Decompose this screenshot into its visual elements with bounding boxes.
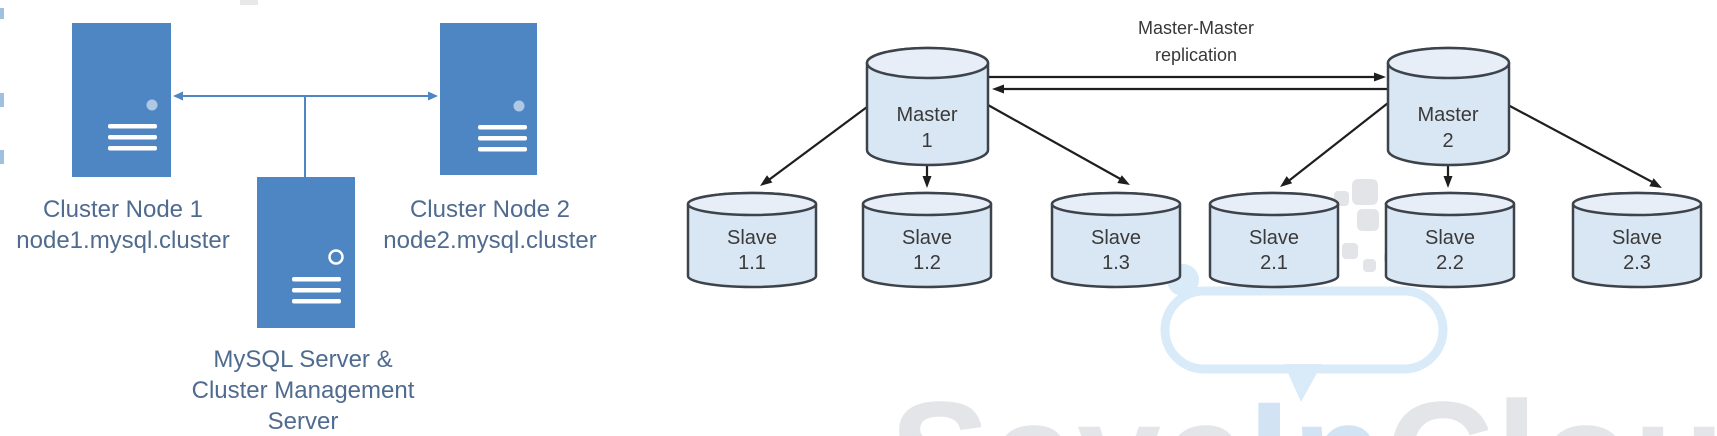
server-body xyxy=(72,23,171,177)
server-vent xyxy=(108,124,157,129)
arrowhead-right-icon xyxy=(428,91,438,101)
arrow-m2-s21 xyxy=(1285,102,1389,184)
edge-artifact xyxy=(240,0,258,5)
edge-artifact xyxy=(0,8,4,19)
edge-artifact xyxy=(0,93,4,107)
arrowhead-s12-icon xyxy=(922,176,932,188)
node1-title: Cluster Node 1 xyxy=(42,196,204,223)
cylinder-top xyxy=(1050,191,1182,217)
cylinder-top xyxy=(861,191,993,217)
db-cylinder-slave12 xyxy=(861,191,993,289)
server-body xyxy=(440,23,537,175)
slave13-label-line1: Slave xyxy=(1091,227,1141,249)
replication-arrows xyxy=(765,75,1657,185)
watermark-bubble-tail xyxy=(1284,364,1322,402)
watermark-square xyxy=(1357,209,1379,231)
server-vent xyxy=(292,277,341,282)
node2-hostname: node2.mysql.cluster xyxy=(383,227,597,254)
arrowhead-into-master1-icon xyxy=(992,84,1004,94)
slave23-label-line1: Slave xyxy=(1612,227,1662,249)
cylinder-top xyxy=(1571,191,1703,217)
watermark-text-save: Save xyxy=(890,370,1248,436)
cylinder-top xyxy=(1386,46,1511,80)
slave22-label-line1: Slave xyxy=(1425,227,1475,249)
edge-artifact xyxy=(0,150,4,164)
server-vent xyxy=(478,136,527,141)
arrowhead-s13-icon xyxy=(1117,175,1130,185)
db-cylinder-slave13 xyxy=(1050,191,1182,289)
replication-label-line2: replication xyxy=(1155,45,1237,65)
node1-label: Cluster Node 1 node1.mysql.cluster xyxy=(0,194,249,256)
replication-label-line1: Master-Master xyxy=(1138,18,1254,38)
db-cylinder-slave11 xyxy=(686,191,818,289)
slave12-label-line1: Slave xyxy=(902,227,952,249)
server-vents-icon xyxy=(108,124,157,151)
arrowhead-s21-icon xyxy=(1280,176,1293,187)
arrowhead-into-master2-icon xyxy=(1374,72,1386,82)
slave21-label-line1: Slave xyxy=(1249,227,1299,249)
arrow-m1-s11 xyxy=(765,106,868,183)
watermark-square xyxy=(1342,243,1358,259)
server-vent xyxy=(292,288,341,293)
db-cylinder-slave22 xyxy=(1384,191,1516,289)
arrow-m2-s23 xyxy=(1507,104,1657,185)
server-led-icon xyxy=(146,99,158,111)
cylinder-top xyxy=(865,46,990,80)
replication-arrowheads xyxy=(760,72,1662,188)
slave23-label-line2: 2.3 xyxy=(1623,252,1651,274)
watermark-text-in: In xyxy=(1248,370,1385,436)
manager-title-line2: Cluster Management Server xyxy=(191,377,415,435)
watermark-square xyxy=(1352,179,1378,205)
arrow-m1-s13 xyxy=(987,104,1125,182)
slave13-label-line2: 1.3 xyxy=(1102,252,1130,274)
server-icon-manager xyxy=(257,177,355,328)
server-vent xyxy=(478,147,527,152)
db-cylinder-slave23 xyxy=(1571,191,1703,289)
db-cylinder-master1 xyxy=(865,46,990,167)
slave21-label-line2: 2.1 xyxy=(1260,252,1288,274)
watermark-text-cloud: Cloud xyxy=(1386,370,1717,436)
cylinder-top xyxy=(686,191,818,217)
server-vent xyxy=(478,125,527,130)
arrowhead-left-icon xyxy=(173,91,183,101)
manager-label: MySQL Server & Cluster Management Server… xyxy=(163,344,443,436)
master2-label-line2: 2 xyxy=(1442,130,1453,152)
server-vents-icon xyxy=(292,277,341,304)
db-cylinder-master2 xyxy=(1386,46,1511,167)
server-vent xyxy=(108,146,157,151)
master1-label-line1: Master xyxy=(896,104,957,126)
cylinder-top xyxy=(1208,191,1340,217)
db-cylinder-slave21 xyxy=(1208,191,1340,289)
manager-title-line1: MySQL Server & xyxy=(213,346,393,373)
cluster-connectors xyxy=(180,95,431,177)
arrowhead-s22-icon xyxy=(1443,176,1453,188)
server-vent xyxy=(108,135,157,140)
cylinder-top xyxy=(1384,191,1516,217)
node2-label: Cluster Node 2 node2.mysql.cluster xyxy=(364,194,616,256)
slave11-label-line1: Slave xyxy=(727,227,777,249)
slave12-label-line2: 1.2 xyxy=(913,252,941,274)
watermark-square xyxy=(1363,259,1376,272)
node1-hostname: node1.mysql.cluster xyxy=(16,227,230,254)
node2-title: Cluster Node 2 xyxy=(409,196,571,223)
server-led-icon xyxy=(513,100,525,112)
mysql-cluster-diagram xyxy=(72,23,537,328)
replication-diagram: Master 1 Master 2 Slave 1.1 Slave 1.2 xyxy=(686,18,1703,289)
server-icon-node2 xyxy=(440,23,537,175)
server-led-icon xyxy=(328,249,344,265)
server-vents-icon xyxy=(478,125,527,152)
server-icon-node1 xyxy=(72,23,171,177)
master1-label-line2: 1 xyxy=(921,130,932,152)
slave22-label-line2: 2.2 xyxy=(1436,252,1464,274)
server-vent xyxy=(292,299,341,304)
arrowhead-s23-icon xyxy=(1649,178,1662,188)
arrowhead-s11-icon xyxy=(760,175,773,186)
watermark-text: SaveInCloud xyxy=(890,368,1717,436)
master2-label-line1: Master xyxy=(1417,104,1478,126)
slave11-label-line2: 1.1 xyxy=(738,252,766,274)
